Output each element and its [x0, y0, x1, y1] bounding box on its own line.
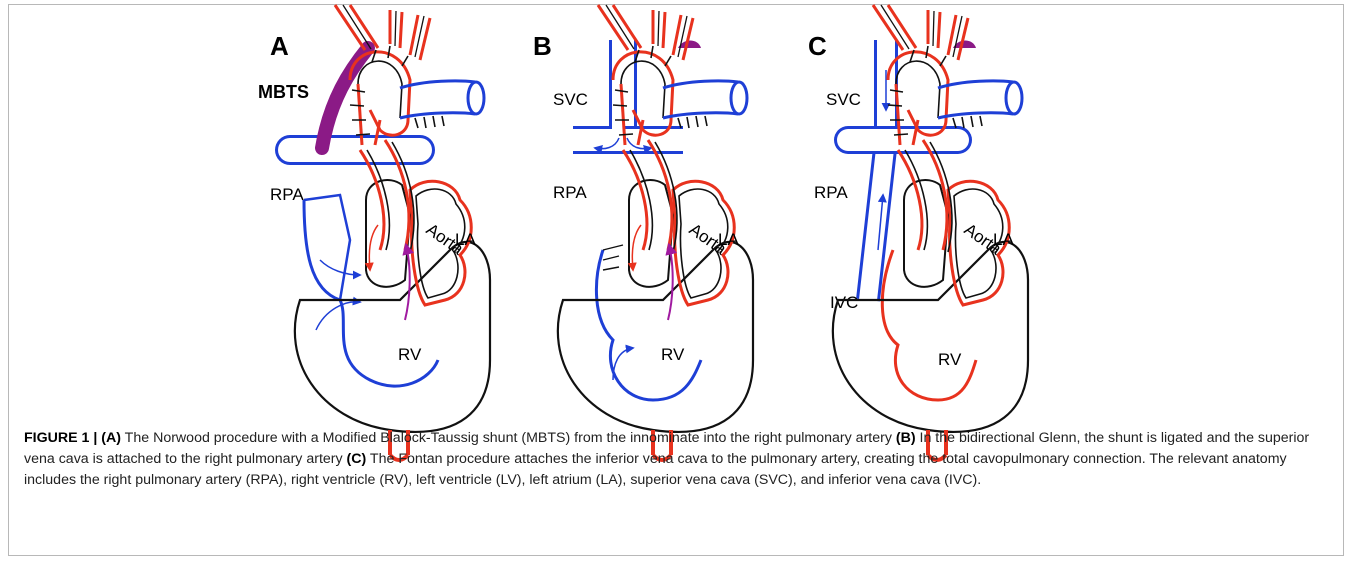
caption-a-text: The Norwood procedure with a Modified Bl…	[121, 430, 896, 446]
figure-caption: FIGURE 1 | (A) The Norwood procedure wit…	[24, 428, 1324, 491]
panel-a-la-label: LA	[455, 230, 476, 249]
panel-c-letter: C	[808, 31, 827, 61]
panel-c: C SVC RPA IVC Aorta LA RV	[808, 5, 1028, 460]
panel-a-rpa-label: RPA	[270, 185, 304, 204]
panel-c-svc-label: SVC	[826, 90, 861, 109]
panel-b-svc-label: SVC	[553, 90, 588, 109]
panel-c-ivc-label: IVC	[830, 293, 858, 312]
panel-a-letter: A	[270, 31, 289, 61]
panel-a: A MBTS RPA Aorta LA RV	[258, 5, 490, 460]
panel-c-la-label: LA	[993, 230, 1014, 249]
panel-a-shunt-label: MBTS	[258, 82, 309, 102]
caption-c-label: (C)	[347, 451, 367, 467]
panel-c-rpa-label: RPA	[814, 183, 848, 202]
panel-a-rv-label: RV	[398, 345, 422, 364]
panel-c-rv-label: RV	[938, 350, 962, 369]
panel-b-letter: B	[533, 31, 552, 61]
figure-label: FIGURE 1 |	[24, 430, 97, 446]
caption-a-label: (A)	[101, 430, 121, 446]
panel-b: B SVC RPA Aorta LA RV	[533, 5, 753, 460]
panel-b-rv-label: RV	[661, 345, 685, 364]
panel-b-la-label: LA	[718, 230, 739, 249]
caption-b-label: (B)	[896, 430, 916, 446]
panel-b-rpa-label: RPA	[553, 183, 587, 202]
